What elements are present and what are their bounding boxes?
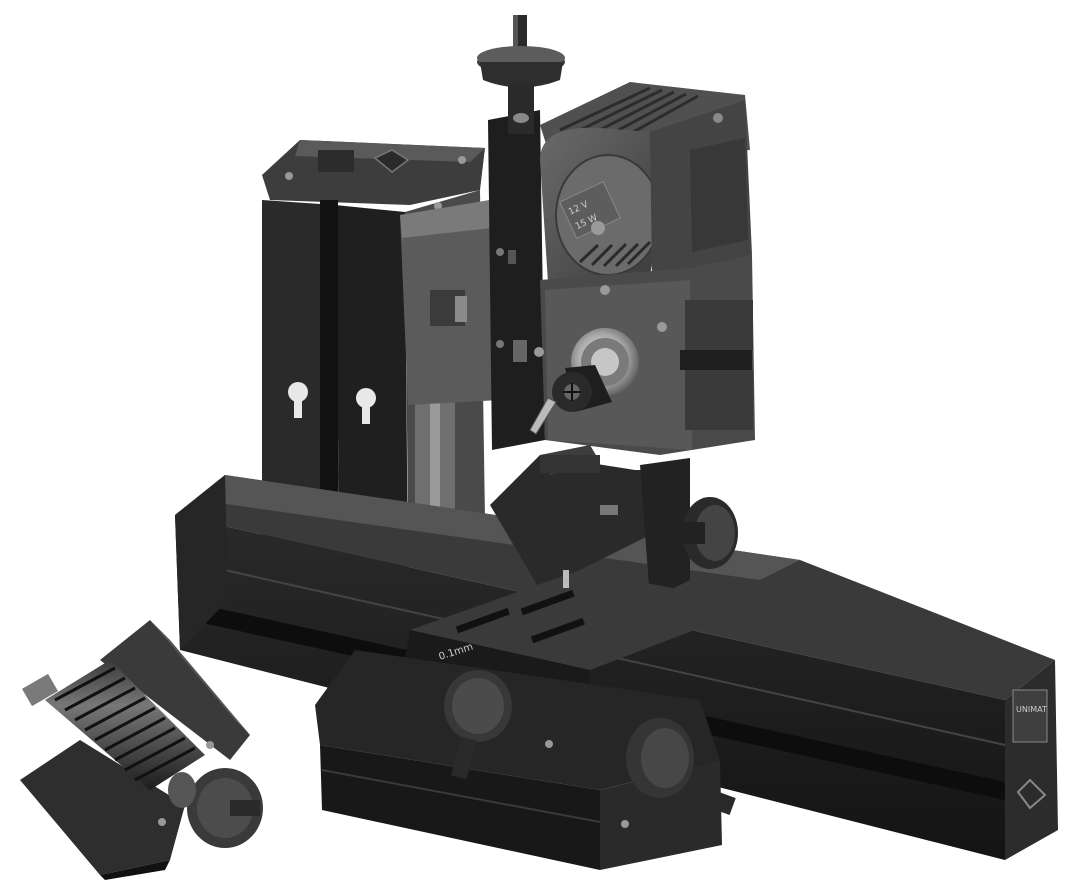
spindle-assembly	[529, 328, 639, 435]
keyhole-slot	[356, 388, 376, 424]
keyhole-slot	[288, 382, 308, 418]
handwheel-knob	[626, 718, 736, 815]
threaded-cylinder	[22, 660, 205, 790]
cross-slide-table: 0.1mm	[315, 445, 760, 870]
height-adjust-knob	[477, 15, 565, 134]
rail-end-label: UNIMAT	[1016, 705, 1047, 714]
headstock-carriage	[400, 110, 545, 450]
handwheel-knob	[444, 670, 512, 780]
v-block-holder	[20, 620, 263, 880]
handwheel-knob	[680, 497, 738, 569]
